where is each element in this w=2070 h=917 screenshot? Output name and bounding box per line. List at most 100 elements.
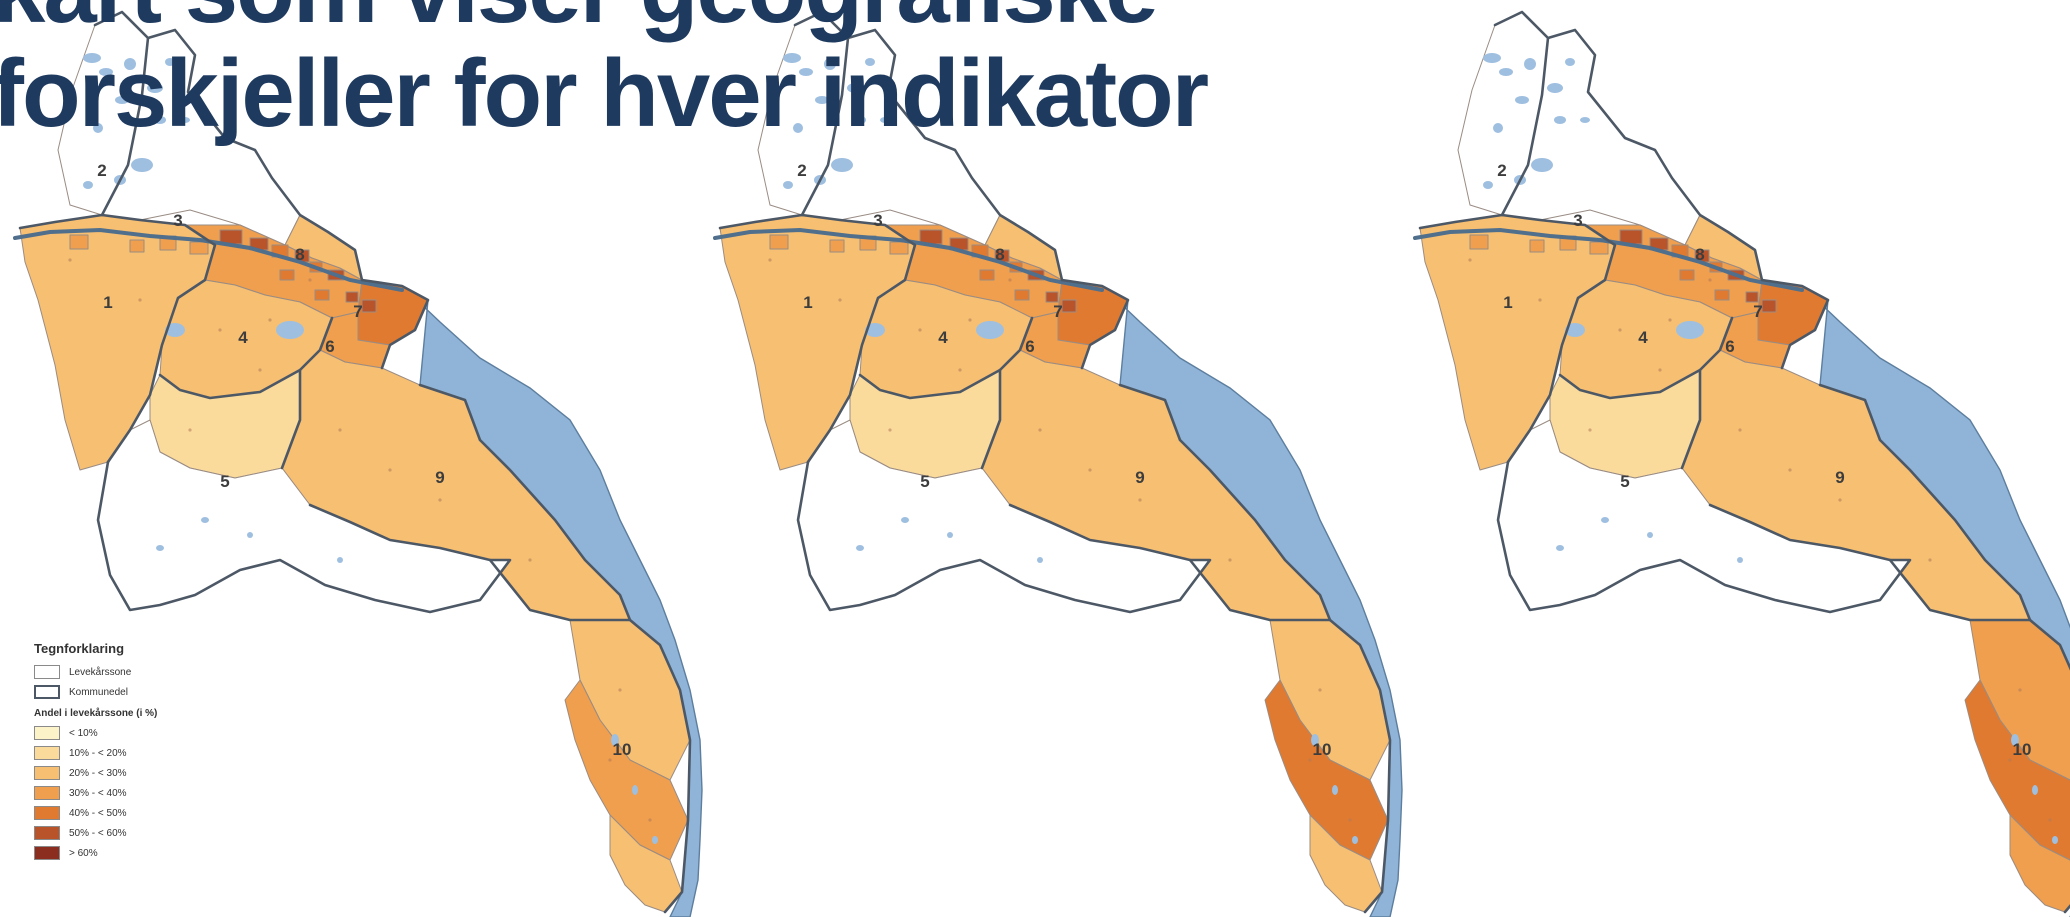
district-boundary: [1118, 383, 1392, 914]
urban-zone[interactable]: [769, 234, 789, 250]
zone-marker: [1138, 498, 1142, 502]
urban-zone[interactable]: [361, 299, 377, 313]
lake: [831, 158, 853, 172]
legend-row-zone: Levekårssone: [34, 662, 274, 682]
zone-marker: [1228, 558, 1232, 562]
title-line-1: kart som viser geografiske: [0, 0, 1207, 42]
lake: [1493, 123, 1503, 133]
urban-zone[interactable]: [345, 291, 359, 303]
urban-zone[interactable]: [69, 234, 89, 250]
lake: [901, 517, 909, 523]
lake: [2032, 785, 2038, 795]
urban-zone[interactable]: [1679, 269, 1695, 281]
lake: [632, 785, 638, 795]
legend-class-row: 20% - < 30%: [34, 763, 274, 783]
legend-heading: Tegnforklaring: [34, 641, 125, 656]
legend-class-label: 30% - < 40%: [69, 787, 127, 799]
legend-class-row: 50% - < 60%: [34, 823, 274, 843]
legend-class-label: 20% - < 30%: [69, 767, 127, 779]
district-boundary: [796, 460, 1212, 614]
district-boundary: [800, 36, 850, 217]
district-boundary: [158, 368, 302, 470]
zone-marker: [1708, 278, 1712, 282]
urban-zone[interactable]: [279, 269, 295, 281]
district-boundary: [1818, 383, 2070, 914]
lake: [652, 836, 658, 844]
lake: [165, 58, 175, 66]
zone-label: 9: [1135, 468, 1144, 487]
zone-marker: [308, 278, 312, 282]
urban-zone[interactable]: [1014, 289, 1030, 301]
zone-marker: [138, 298, 142, 302]
urban-zone[interactable]: [189, 241, 209, 255]
zone-marker: [918, 328, 922, 332]
lake: [83, 181, 93, 189]
legend-class-swatch: [34, 726, 60, 740]
lake: [2011, 734, 2019, 746]
legend-label-zone: Levekårssone: [69, 666, 132, 678]
urban-zone[interactable]: [314, 289, 330, 301]
zone-marker: [1588, 428, 1592, 432]
legend-swatch-zone: [34, 665, 60, 679]
zone-label: 1: [103, 293, 112, 312]
urban-zone[interactable]: [1589, 241, 1609, 255]
zone-label: 8: [1695, 245, 1704, 264]
zone-label: 2: [1497, 161, 1506, 180]
lake: [1565, 58, 1575, 66]
urban-zone[interactable]: [1761, 299, 1777, 313]
legend-class-swatch: [34, 766, 60, 780]
urban-zone[interactable]: [889, 241, 909, 255]
legend-class-label: < 10%: [69, 727, 98, 739]
district-boundary: [96, 460, 512, 614]
lake: [783, 181, 793, 189]
legend-class-row: < 10%: [34, 723, 274, 743]
lake: [1547, 83, 1563, 93]
river: [1413, 227, 1804, 292]
urban-zone[interactable]: [1529, 239, 1545, 253]
zone-label: 5: [1620, 472, 1629, 491]
legend-class-swatch: [34, 746, 60, 760]
district-boundary: [298, 316, 334, 372]
lake: [147, 83, 163, 93]
lake: [1580, 117, 1590, 123]
urban-zone[interactable]: [1061, 299, 1077, 313]
urban-zone[interactable]: [1714, 289, 1730, 301]
zone-marker: [2008, 758, 2012, 762]
urban-zone[interactable]: [829, 239, 845, 253]
zone-label: 2: [97, 161, 106, 180]
urban-zone[interactable]: [129, 239, 145, 253]
urban-zone[interactable]: [1745, 291, 1759, 303]
lake: [1483, 53, 1501, 63]
zone-marker: [1788, 468, 1792, 472]
zone-marker: [838, 298, 842, 302]
urban-zone[interactable]: [1045, 291, 1059, 303]
zone-marker: [528, 558, 532, 562]
lake: [865, 323, 885, 337]
zone-label: 1: [803, 293, 812, 312]
lake: [793, 123, 803, 133]
zone-marker: [438, 498, 442, 502]
legend-class-swatch: [34, 806, 60, 820]
river: [13, 227, 404, 292]
lake: [1037, 557, 1043, 563]
legend-class-swatch: [34, 846, 60, 860]
page-title: kart som viser geografiske forskjeller f…: [0, 0, 1209, 146]
zone-marker: [1618, 328, 1622, 332]
district-boundary: [100, 36, 150, 217]
lake: [247, 532, 253, 538]
legend-class-row: 10% - < 20%: [34, 743, 274, 763]
urban-zone[interactable]: [979, 269, 995, 281]
lake: [783, 53, 801, 63]
map-legend: Tegnforklaring Levekårssone Kommunedel A…: [34, 641, 274, 863]
urban-zone[interactable]: [1469, 234, 1489, 250]
lake: [1676, 321, 1704, 339]
zone-label: 8: [295, 245, 304, 264]
lake: [1531, 158, 1553, 172]
legend-class-row: 40% - < 50%: [34, 803, 274, 823]
lake: [1515, 96, 1529, 104]
zone-marker: [2018, 688, 2022, 692]
lake: [1499, 68, 1513, 76]
lake: [1737, 557, 1743, 563]
